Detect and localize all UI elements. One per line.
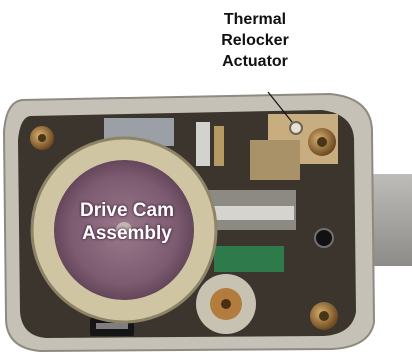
drive-cam-label: Drive Cam Assembly [52, 199, 202, 245]
thermal-relocker-label: Thermal Relocker Actuator [200, 9, 310, 72]
drive-cam-label-line-2: Assembly [82, 223, 172, 244]
thermal-label-line-2: Relocker [221, 32, 289, 49]
thermal-label-line-1: Thermal [223, 11, 287, 28]
circuit-board [214, 246, 284, 272]
relocker-actuator-pin [289, 121, 303, 135]
drive-cam-label-line-1: Drive Cam [80, 200, 174, 221]
thermal-label-line-3: Actuator [222, 53, 288, 70]
thermal-leader-line [267, 91, 293, 123]
